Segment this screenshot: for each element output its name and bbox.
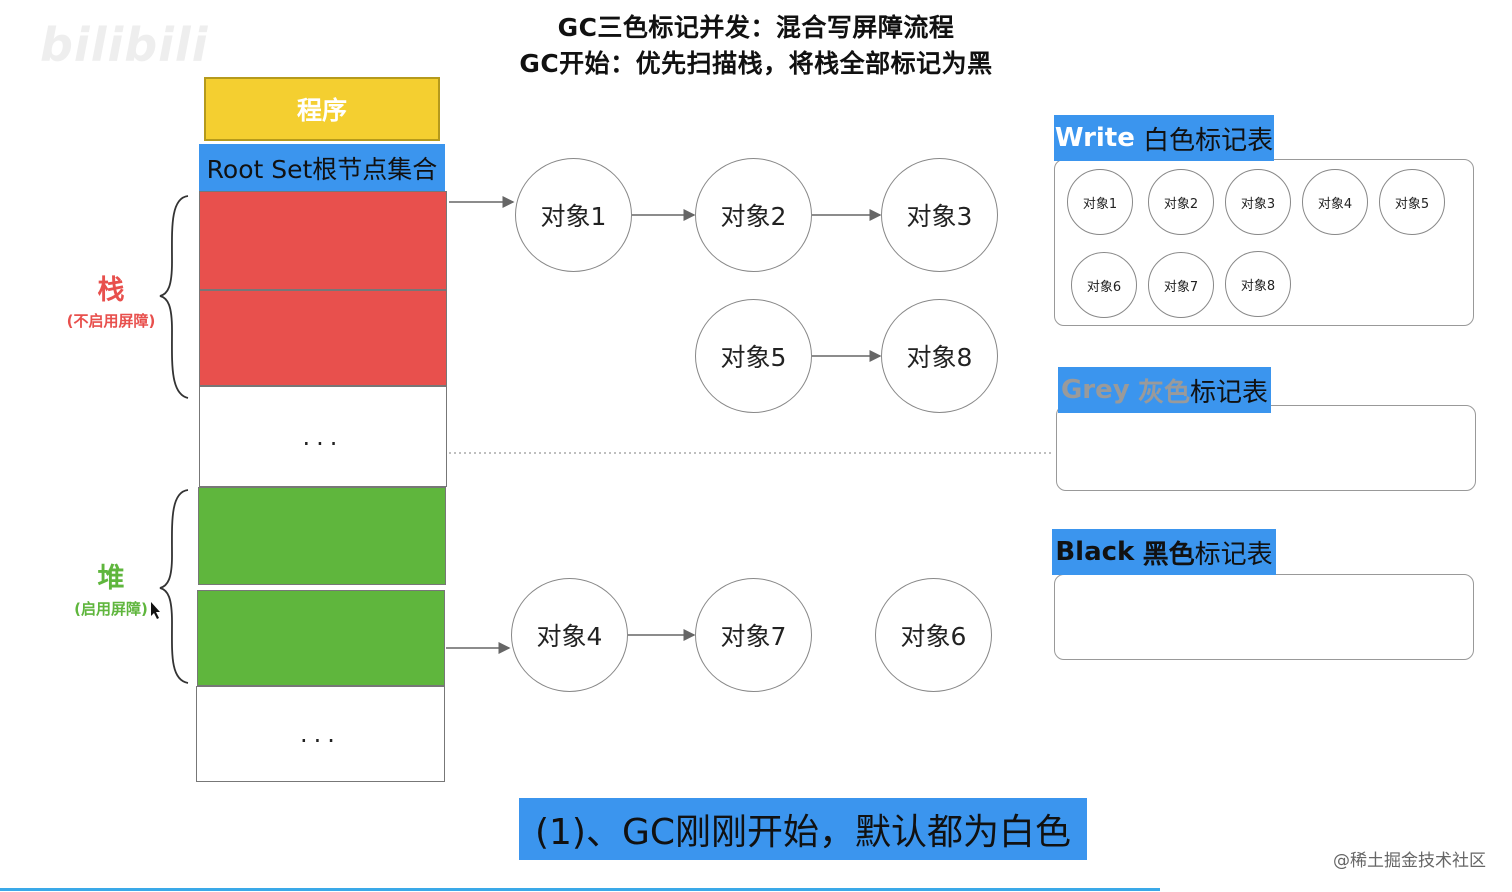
heap-block-1 (198, 487, 446, 585)
black-table-title-rest: 标记表 (1194, 539, 1273, 570)
mouse-cursor-icon (151, 602, 160, 619)
grey-table-title-en: Grey (1060, 375, 1130, 405)
white-item-6: 对象6 (1071, 252, 1137, 318)
object-1: 对象1 (515, 158, 632, 272)
object-4: 对象4 (511, 578, 628, 692)
stack-brace (159, 195, 189, 399)
grey-table-box (1056, 405, 1476, 491)
program-box: 程序 (204, 77, 440, 141)
stack-note: (不启用屏障) (66, 312, 156, 330)
object-8: 对象8 (881, 299, 998, 413)
heap-note: (启用屏障) (74, 600, 148, 618)
progress-line (0, 888, 1160, 891)
white-item-4: 对象4 (1302, 169, 1368, 235)
object-3: 对象3 (881, 158, 998, 272)
stack-block-2 (199, 290, 447, 386)
black-table-title-color-word: 黑色 (1142, 539, 1195, 570)
white-table-title: Write 白色标记表 (1054, 115, 1274, 161)
grey-table-title: Grey 灰色 标记表 (1058, 367, 1271, 413)
heap-label: 堆 (97, 563, 125, 594)
object-5: 对象5 (695, 299, 812, 413)
grey-table-title-color-word: 灰色 (1137, 377, 1190, 408)
title-line-1: GC三色标记并发：混合写屏障流程 (557, 13, 955, 42)
white-item-7: 对象7 (1148, 252, 1214, 318)
white-item-8: 对象8 (1225, 251, 1291, 317)
black-table-title: Black 黑色 标记表 (1052, 529, 1276, 575)
black-table-title-en: Black (1055, 537, 1135, 567)
heap-ellipsis-block: ... (196, 686, 445, 782)
object-6: 对象6 (875, 578, 992, 692)
rootset-box: Root Set根节点集合 (199, 144, 445, 191)
grey-table-title-rest: 标记表 (1190, 377, 1269, 408)
step-caption: (1)、GC刚刚开始，默认都为白色 (519, 798, 1087, 860)
heap-block-2 (197, 590, 445, 686)
black-table-box (1054, 574, 1474, 660)
white-table-title-en: Write (1054, 123, 1135, 153)
stack-label: 栈 (97, 275, 125, 306)
object-7: 对象7 (695, 578, 812, 692)
white-table-title-rest: 白色标记表 (1143, 125, 1274, 156)
white-item-2: 对象2 (1148, 169, 1214, 235)
stack-ellipsis-block: ... (199, 386, 447, 487)
white-item-3: 对象3 (1225, 169, 1291, 235)
heap-brace (159, 489, 189, 684)
stack-block-1 (199, 191, 447, 290)
white-item-5: 对象5 (1379, 169, 1445, 235)
white-item-1: 对象1 (1067, 169, 1133, 235)
object-2: 对象2 (695, 158, 812, 272)
bilibili-watermark: bilibili (40, 18, 209, 72)
credit-text: @稀土掘金技术社区 (1333, 851, 1486, 871)
title-line-2: GC开始：优先扫描栈，将栈全部标记为黑 (519, 49, 993, 78)
